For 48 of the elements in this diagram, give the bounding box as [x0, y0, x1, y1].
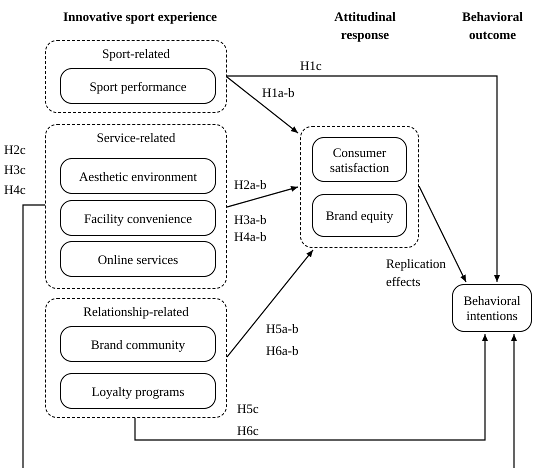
- process-box: [60, 200, 216, 236]
- column-heading: Behavioral outcome: [461, 8, 524, 44]
- box-label: Consumer satisfaction: [328, 144, 390, 174]
- arrow: [227, 75, 500, 282]
- hypothesis-label: H4a-b: [234, 228, 268, 246]
- process-box: [60, 326, 216, 362]
- group-heading: Sport-related: [102, 46, 170, 61]
- hypothesis-label: H1a-b: [262, 84, 296, 102]
- hypothesis-label: H5a-b: [266, 320, 300, 338]
- arrow: [226, 76, 298, 134]
- hypothesis-label: H3a-b: [234, 211, 268, 229]
- hypothesis-label: H2c: [4, 141, 27, 159]
- box-label: Behavioral intentions: [462, 293, 522, 323]
- dashed-group-box: [300, 126, 419, 248]
- arrow: [511, 334, 517, 468]
- arrow: [226, 186, 298, 208]
- process-box: [60, 241, 216, 277]
- box-label: Loyalty programs: [90, 384, 186, 398]
- box-label: Aesthetic environment: [78, 168, 198, 184]
- arrow: [134, 334, 488, 441]
- process-box: [60, 68, 216, 104]
- dashed-group-box: [45, 40, 227, 113]
- arrow: [226, 250, 314, 358]
- group-heading: Relationship-related: [83, 304, 189, 319]
- column-heading: Innovative sport experience: [62, 8, 218, 26]
- process-box: [312, 194, 407, 237]
- process-box: [60, 158, 216, 194]
- hypothesis-label: H3c: [4, 161, 27, 179]
- box-label: Sport performance: [88, 78, 188, 94]
- hypothesis-label: H4c: [4, 181, 27, 199]
- hypothesis-label: H6c: [237, 422, 260, 440]
- hypothesis-label: H6a-b: [266, 342, 300, 360]
- box-label: Brand equity: [324, 208, 394, 223]
- column-heading: Attitudinal response: [333, 8, 397, 44]
- box-label: Online services: [96, 252, 180, 266]
- box-label: Brand community: [90, 336, 186, 352]
- box-label: Facility convenience: [83, 210, 193, 226]
- process-box: [60, 373, 216, 409]
- hypothesis-label: H2a-b: [234, 176, 268, 194]
- arrow: [418, 186, 467, 282]
- hypothesis-label: H5c: [237, 400, 260, 418]
- hypothesis-label: Replication effects: [386, 255, 447, 291]
- process-box: [452, 284, 532, 332]
- dashed-group-box: [45, 124, 227, 289]
- process-box: [312, 137, 407, 182]
- dashed-group-box: [45, 298, 227, 418]
- group-heading: Service-related: [96, 130, 176, 145]
- hypothesis-label: H1c: [300, 57, 323, 75]
